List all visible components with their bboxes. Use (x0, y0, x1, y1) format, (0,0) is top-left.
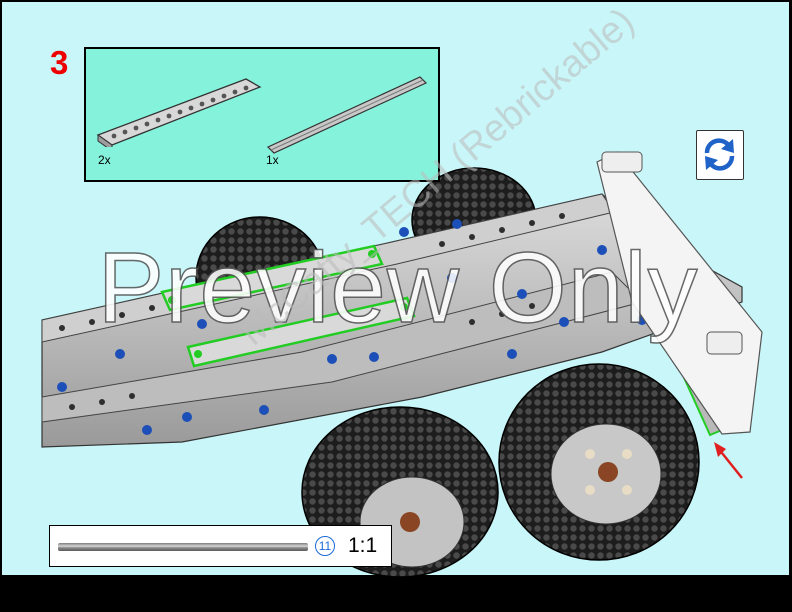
scale-axle-image (58, 543, 308, 551)
instruction-panel: 3 2x 1x (1, 0, 790, 577)
preview-watermark: Preview Only (97, 232, 699, 344)
scale-reference: 11 1:1 (49, 525, 392, 567)
model-illustration (41, 151, 763, 577)
new-beam-lower (186, 296, 416, 368)
part-quantity: 2x (98, 153, 111, 167)
length-badge: 11 (315, 536, 335, 556)
refresh-arrows-icon (704, 138, 735, 171)
technic-axle-image (266, 76, 428, 154)
new-beam-upper (160, 244, 384, 312)
red-arrow-icon (714, 442, 743, 479)
footer-credit: Designed by McCatty_TECH. Purchased on R… (442, 586, 774, 597)
front-wheel-outer (498, 363, 700, 561)
scale-ratio: 1:1 (348, 534, 378, 557)
parts-list: 2x 1x (84, 47, 440, 182)
front-bumper (596, 151, 763, 435)
technic-beam-13-image (96, 78, 262, 147)
step-number: 3 (50, 44, 69, 81)
part-quantity: 1x (266, 153, 279, 167)
beam-holes (59, 213, 565, 410)
refresh-button[interactable] (696, 130, 744, 180)
